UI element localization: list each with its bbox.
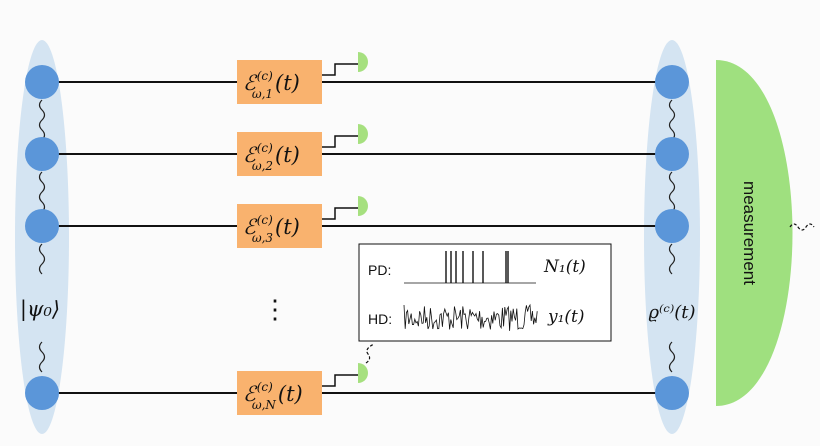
detector-wire (322, 374, 358, 387)
channel-box (237, 371, 322, 415)
input-state-label: |ψ₀⟩ (20, 297, 60, 322)
pd-clicks (445, 251, 509, 283)
hd-noise-trace (403, 303, 538, 331)
channel-box (237, 60, 322, 104)
channel-3: ℰ(c)ω,3(t) (237, 196, 368, 248)
detector (358, 363, 368, 383)
measurement-device (716, 60, 793, 406)
entanglement-links-right (668, 99, 676, 373)
channel-label: ℰ(c)ω,N(t) (243, 380, 303, 412)
pd-signal-label: N₁(t) (543, 257, 586, 277)
qubit-in-2 (25, 137, 59, 171)
measurement-label: measurement (740, 181, 759, 285)
hd-signal-label: y₁(t) (547, 307, 585, 327)
channel-2: ℰ(c)ω,2(t) (237, 124, 368, 176)
detector (358, 124, 368, 144)
channel-box (237, 132, 322, 176)
detector-wire (322, 207, 358, 220)
qubit-out-3 (655, 209, 689, 243)
entanglement-links-left (38, 99, 46, 373)
qubit-in-1 (25, 65, 59, 99)
channel-box (237, 204, 322, 248)
wires (42, 81, 672, 394)
channel-n: ℰ(c)ω,N(t) (237, 363, 368, 415)
qubit-out-1 (655, 65, 689, 99)
output-state-label: ϱ⁽ᶜ⁾(t) (648, 302, 695, 323)
detector-wire (322, 63, 358, 76)
output-qubits (655, 65, 689, 410)
detector-wire (322, 135, 358, 148)
pd-label: PD: (368, 262, 391, 278)
qubit-in-n (25, 376, 59, 410)
qubit-out-2 (655, 137, 689, 171)
record-connector (365, 343, 375, 364)
input-qubits (25, 65, 59, 410)
measurement-output-wire (789, 223, 815, 231)
channel-label: ℰ(c)ω,3(t) (243, 213, 300, 245)
detector (358, 52, 368, 72)
channel-1: ℰ(c)ω,1(t) (237, 52, 368, 104)
measurement-record-box: PD: HD: N₁(t) y₁(t) (358, 243, 612, 342)
ellipsis: ⋮ (262, 295, 288, 325)
qubit-out-n (655, 376, 689, 410)
detector (358, 196, 368, 216)
channel-label: ℰ(c)ω,2(t) (243, 141, 300, 173)
qubit-in-3 (25, 209, 59, 243)
hd-label: HD: (368, 311, 392, 327)
channel-label: ℰ(c)ω,1(t) (243, 69, 300, 101)
